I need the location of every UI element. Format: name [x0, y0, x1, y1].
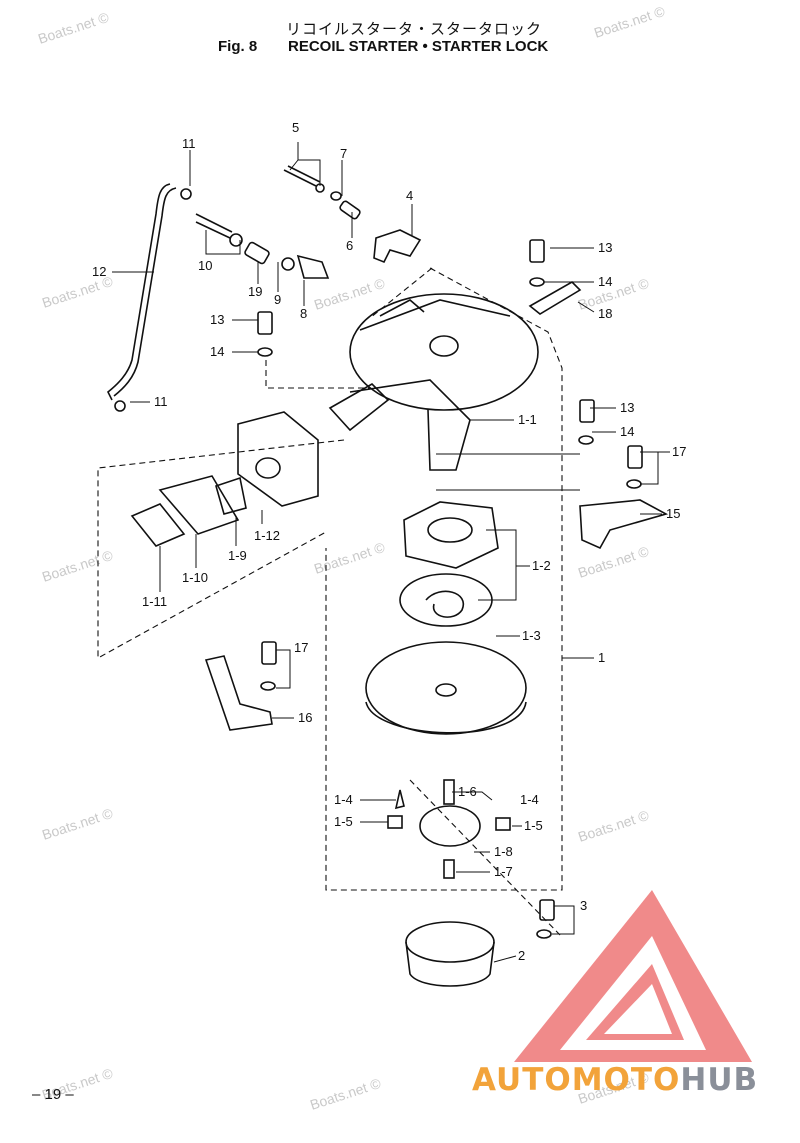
- callout-label: 10: [198, 258, 212, 273]
- callout-label: 1-6: [458, 784, 477, 799]
- callout-label: 1-7: [494, 864, 513, 879]
- callout-label: 1-10: [182, 570, 208, 585]
- watermarks: Boats.net © Boats.net © Boats.net © Boat…: [36, 3, 667, 1113]
- callout-label: 3: [580, 898, 587, 913]
- callout-label: 13: [620, 400, 634, 415]
- watermark: Boats.net ©: [576, 275, 651, 313]
- callout-label: 14: [598, 274, 612, 289]
- callout-label: 4: [406, 188, 413, 203]
- callout-label: 14: [210, 344, 224, 359]
- callout-label: 7: [340, 146, 347, 161]
- starter-handle-assembly: [130, 411, 319, 547]
- watermark: Boats.net ©: [312, 539, 387, 577]
- callout-label: 1-5: [334, 814, 353, 829]
- callout-label: 1-2: [532, 558, 551, 573]
- logo-text-automoto: AUTOMOTO: [472, 1062, 681, 1098]
- callout-label: 12: [92, 264, 106, 279]
- watermark: Boats.net ©: [40, 805, 115, 843]
- callout-label: 19: [248, 284, 262, 299]
- assembly-boundaries: [97, 267, 563, 936]
- callout-label: 17: [672, 444, 686, 459]
- callout-label: 1-1: [518, 412, 537, 427]
- callout-label: 11: [154, 394, 168, 409]
- pawl-parts: [387, 779, 511, 879]
- starter-lock-arms: [204, 499, 669, 731]
- title-japanese: リコイルスタータ・スタータロック: [286, 20, 543, 38]
- callout-label: 6: [346, 238, 353, 253]
- callout-label: 1-5: [524, 818, 543, 833]
- callout-label: 1: [598, 650, 605, 665]
- callout-label: 16: [298, 710, 312, 725]
- figure-number: Fig. 8: [218, 38, 258, 55]
- watermark: Boats.net ©: [40, 547, 115, 585]
- callout-labels: 5 7 11 4 6 13 14 18 12 10 19 9 8 13 14 1…: [92, 120, 686, 963]
- automotohub-logo: AUTOMOTOHUB: [472, 1062, 758, 1098]
- callout-label: 13: [210, 312, 224, 327]
- callout-label: 1-11: [142, 594, 167, 609]
- callout-label: 14: [620, 424, 634, 439]
- logo-text-hub: HUB: [680, 1062, 759, 1098]
- automotohub-logo-mark: [514, 890, 752, 1062]
- callout-label: 9: [274, 292, 281, 307]
- callout-label: 1-3: [522, 628, 541, 643]
- callout-label: 5: [292, 120, 299, 135]
- pulley: [405, 899, 555, 987]
- callout-label: 1-12: [254, 528, 280, 543]
- watermark: Boats.net ©: [36, 9, 111, 47]
- callout-label: 2: [518, 948, 525, 963]
- page-number: – 19 –: [32, 1086, 74, 1103]
- watermark: Boats.net ©: [576, 543, 651, 581]
- callout-label: 17: [294, 640, 308, 655]
- callout-label: 1-4: [334, 792, 353, 807]
- starter-housing: [328, 293, 539, 471]
- watermark: Boats.net ©: [308, 1075, 383, 1113]
- watermark: Boats.net ©: [592, 3, 667, 41]
- callout-label: 1-8: [494, 844, 513, 859]
- leader-lines: [112, 142, 670, 963]
- link-rod: [106, 183, 192, 412]
- watermark: Boats.net ©: [312, 275, 387, 313]
- callout-label: 11: [182, 136, 196, 151]
- spring-and-reel: [365, 501, 527, 735]
- bolts-and-washers-top: [195, 165, 643, 489]
- callout-label: 1-9: [228, 548, 247, 563]
- callout-label: 18: [598, 306, 612, 321]
- callout-label: 8: [300, 306, 307, 321]
- watermark: Boats.net ©: [576, 807, 651, 845]
- callout-label: 15: [666, 506, 680, 521]
- callout-label: 1-4: [520, 792, 539, 807]
- callout-label: 13: [598, 240, 612, 255]
- figure-title: RECOIL STARTER • STARTER LOCK: [288, 38, 549, 55]
